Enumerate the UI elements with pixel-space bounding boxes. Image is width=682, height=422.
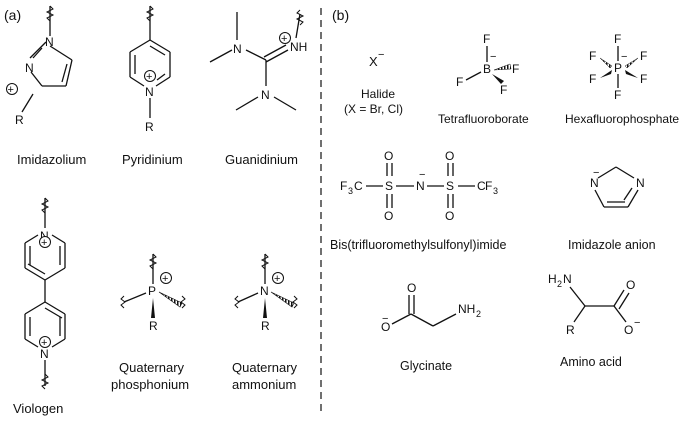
pf6-p: P — [614, 61, 622, 75]
amino-acid-h: H — [548, 272, 557, 286]
pyridinium-n: N — [145, 85, 154, 99]
tfsi-n: N — [416, 179, 425, 193]
guanidinium-nh: NH — [290, 40, 307, 54]
tfsi-o-left-top: O — [384, 149, 393, 163]
bf4-f-right: F — [512, 62, 519, 76]
amino-acid-structure: H 2 N R O O − — [548, 272, 640, 337]
amino-acid-r: R — [566, 323, 575, 337]
pf6-f-bottom: F — [614, 88, 621, 102]
imidazole-anion-name: Imidazole anion — [568, 238, 656, 252]
phosphonium-p: P — [148, 284, 156, 298]
bf4-f-top: F — [483, 32, 490, 46]
viologen-name: Viologen — [13, 401, 63, 416]
glycinate-o-minus: O — [381, 320, 390, 334]
tfsi-o-left-bottom: O — [384, 209, 393, 223]
tfsi-cf3-left-c: C — [354, 179, 363, 193]
imidazolium-charge: + — [8, 84, 14, 96]
panel-b-label: (b) — [332, 7, 349, 23]
viologen-n-top: N — [40, 229, 49, 243]
ammonium-charge: + — [274, 273, 280, 285]
bistriflimide-name: Bis(trifluoromethylsulfonyl)imide — [330, 238, 506, 252]
amino-acid-n: N — [563, 272, 572, 286]
viologen-structure: N + + N — [24, 197, 66, 390]
glycinate-charge: − — [382, 313, 388, 325]
pyridinium-name: Pyridinium — [122, 152, 183, 167]
ammonium-structure: N + R — [234, 253, 298, 333]
tfsi-charge: − — [419, 169, 425, 181]
tfsi-cf3-right-c: C — [477, 179, 486, 193]
tfsi-cf3-left-sub: 3 — [348, 186, 353, 196]
bf4-b: B — [483, 62, 491, 76]
ammonium-name-line2: ammonium — [232, 377, 296, 392]
tfsi-cf3-right-f: F — [485, 179, 492, 193]
imidazole-anion-structure: − N N — [590, 166, 645, 208]
guanidinium-n1: N — [233, 42, 242, 56]
phosphonium-structure: P + R — [120, 253, 186, 333]
tfsi-cf3-right-sub: 3 — [493, 186, 498, 196]
pf6-f-ur: F — [640, 49, 647, 63]
phosphonium-r: R — [149, 319, 158, 333]
viologen-charge-top: + — [41, 237, 47, 249]
pyridinium-charge: + — [146, 71, 152, 83]
bf4-f-bottom: F — [500, 83, 507, 97]
hexafluorophosphate-name: Hexafluorophosphate — [565, 112, 679, 126]
amino-acid-h-sub: 2 — [557, 279, 562, 289]
pf6-f-top: F — [614, 32, 621, 46]
pf6-f-lr: F — [640, 72, 647, 86]
glycinate-nh: NH — [458, 302, 475, 316]
imidazole-anion-n1: N — [590, 176, 599, 190]
panel-a-label: (a) — [4, 7, 21, 23]
phosphonium-charge: + — [162, 273, 168, 285]
pf6-charge: − — [621, 51, 627, 63]
bistriflimide-structure: F 3 C S O O N − S O O C F 3 — [340, 149, 498, 223]
phosphonium-name-line2: phosphonium — [111, 377, 189, 392]
imidazolium-r: R — [15, 113, 24, 127]
halide-structure: X − — [369, 49, 384, 69]
glycinate-o-top: O — [407, 281, 416, 295]
bf4-f-left: F — [456, 75, 463, 89]
pyridinium-structure: N + R — [129, 5, 171, 134]
imidazolium-n3: N — [25, 61, 34, 75]
halide-name: Halide — [361, 87, 395, 101]
hexafluorophosphate-structure: F P − F F F F F — [589, 32, 647, 102]
tfsi-o-right-bottom: O — [445, 209, 454, 223]
amino-acid-o-top: O — [626, 278, 635, 292]
guanidinium-name: Guanidinium — [225, 152, 298, 167]
imidazolium-name: Imidazolium — [17, 152, 86, 167]
guanidinium-charge: + — [281, 33, 287, 45]
halide-charge: − — [378, 49, 384, 61]
viologen-n-bottom: N — [40, 347, 49, 361]
tfsi-s-left: S — [385, 179, 393, 193]
pf6-f-ll: F — [589, 72, 596, 86]
bf4-charge: − — [490, 51, 496, 63]
ammonium-n: N — [260, 284, 269, 298]
amino-acid-name: Amino acid — [560, 355, 622, 369]
tfsi-o-right-top: O — [445, 149, 454, 163]
ammonium-name-line1: Quaternary — [232, 360, 298, 375]
pf6-f-ul: F — [589, 49, 596, 63]
tetrafluoroborate-structure: F B − F F F — [456, 32, 519, 97]
tfsi-cf3-left-f: F — [340, 179, 347, 193]
pyridinium-r: R — [145, 120, 154, 134]
tetrafluoroborate-name: Tetrafluoroborate — [438, 112, 529, 126]
halide-note: (X = Br, Cl) — [344, 102, 403, 116]
viologen-charge-bottom: + — [41, 337, 47, 349]
imidazole-anion-n2: N — [636, 176, 645, 190]
glycinate-structure: O O − NH 2 — [381, 281, 481, 334]
tfsi-s-right: S — [446, 179, 454, 193]
imidazolium-structure: N N + R — [6, 5, 73, 127]
guanidinium-structure: NH + N N — [209, 9, 307, 111]
halide-formula: X — [369, 54, 378, 69]
amino-acid-charge: − — [634, 317, 640, 329]
imidazole-anion-charge: − — [593, 167, 599, 179]
imidazolium-n1: N — [45, 35, 54, 49]
ammonium-r: R — [261, 319, 270, 333]
glycinate-nh-sub: 2 — [476, 309, 481, 319]
glycinate-name: Glycinate — [400, 359, 452, 373]
phosphonium-name-line1: Quaternary — [119, 360, 185, 375]
guanidinium-n2: N — [261, 88, 270, 102]
amino-acid-o-minus: O — [624, 323, 633, 337]
